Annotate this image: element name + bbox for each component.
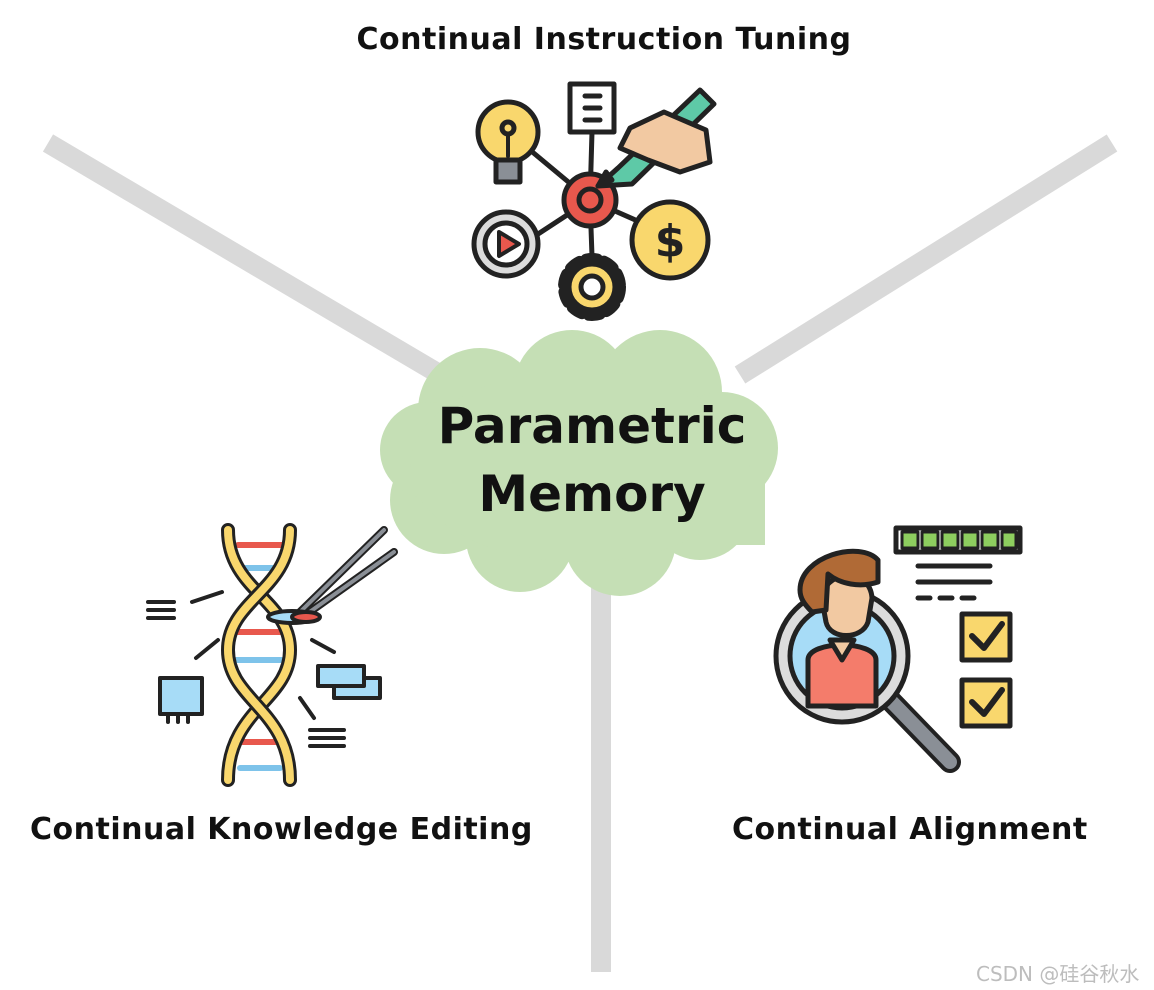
watermark: CSDN @硅谷秋水 (976, 962, 1140, 986)
branch-label-left: Continual Knowledge Editing (30, 812, 533, 847)
center-title: Parametric Memory (398, 392, 786, 528)
branch-line-right (734, 134, 1118, 384)
svg-text:$: $ (655, 216, 686, 267)
strategy-network-icon: $ (471, 81, 717, 321)
dna-editing-icon (146, 523, 398, 787)
center-title-line1: Parametric (437, 397, 747, 455)
branch-label-right: Continual Alignment (732, 812, 1088, 847)
branch-line-left (42, 134, 452, 387)
branch-lines (42, 134, 1118, 972)
cloud-shape (380, 330, 778, 596)
person-checklist-search-icon (773, 525, 1023, 773)
branch-label-top: Continual Instruction Tuning (356, 22, 852, 57)
center-title-line2: Memory (478, 465, 706, 523)
